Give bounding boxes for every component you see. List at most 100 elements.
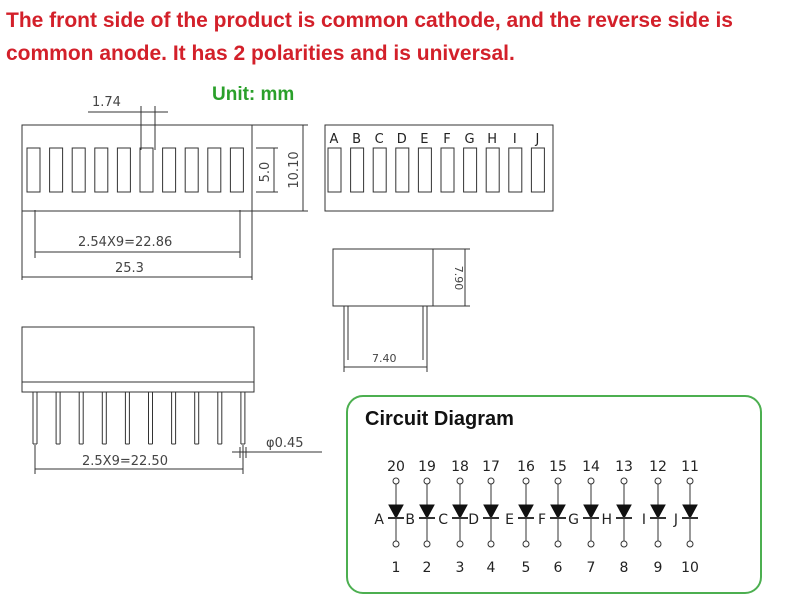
headline-line-1: The front side of the product is common … [6, 9, 733, 32]
bottom-terminal [423, 540, 431, 548]
side-view-body [332, 248, 434, 307]
led-diode-icon [550, 504, 566, 520]
back-view-body [324, 124, 554, 212]
back-segment [530, 147, 545, 193]
bottom-terminal [620, 540, 628, 548]
back-segment [417, 147, 432, 193]
top-terminal [487, 477, 495, 485]
led-diode-icon [388, 504, 404, 520]
top-pin-number: 12 [649, 459, 667, 475]
top-terminal [587, 477, 595, 485]
bottom-terminal [686, 540, 694, 548]
dim-body-height: 10.10 [287, 151, 302, 188]
dim-pin-diameter: φ0.45 [266, 436, 304, 451]
front-segment [116, 147, 131, 193]
back-segment [463, 147, 478, 193]
top-terminal [620, 477, 628, 485]
led-label: C [438, 512, 448, 528]
led-diode-icon [452, 504, 468, 520]
pin-view-body [21, 326, 255, 383]
bottom-pin-number: 1 [392, 560, 401, 576]
top-pin-number: 19 [418, 459, 436, 475]
bottom-terminal [522, 540, 530, 548]
dim-segment-height: 5.0 [258, 162, 273, 183]
front-segment [94, 147, 109, 193]
led-diode-icon [518, 504, 534, 520]
bottom-terminal [456, 540, 464, 548]
led-diode-icon [483, 504, 499, 520]
back-segments [327, 147, 545, 193]
segment-letter: H [487, 132, 497, 147]
led-label: G [568, 512, 579, 528]
bottom-terminal [587, 540, 595, 548]
segment-letter: D [397, 132, 407, 147]
segment-letter: F [443, 132, 450, 147]
bottom-pin-number: 4 [487, 560, 496, 576]
back-segment [395, 147, 410, 193]
top-pin-number: 15 [549, 459, 567, 475]
circuit-labels: 201A192B183C174D165E156F147G138H129I1110… [374, 459, 698, 576]
back-segment [327, 147, 342, 193]
led-diode-icon [616, 504, 632, 520]
front-segment [162, 147, 177, 193]
bottom-pin-number: 8 [620, 560, 629, 576]
circuit-diagram-panel [346, 395, 762, 594]
front-segment [49, 147, 64, 193]
front-segment [26, 147, 41, 193]
bottom-terminal [392, 540, 400, 548]
front-segment [139, 147, 154, 193]
top-pin-number: 16 [517, 459, 535, 475]
led-diode-icon [682, 504, 698, 520]
led-label: J [673, 512, 678, 528]
bottom-terminal [654, 540, 662, 548]
front-view-body [21, 124, 253, 212]
led-label: E [505, 512, 514, 528]
top-terminal [392, 477, 400, 485]
top-terminal [654, 477, 662, 485]
led-label: H [601, 512, 612, 528]
dim-body-length: 25.3 [115, 261, 144, 276]
top-pin-number: 14 [582, 459, 600, 475]
led-label: F [538, 512, 546, 528]
top-pin-number: 11 [681, 459, 699, 475]
bottom-pin-number: 3 [456, 560, 465, 576]
front-segment [71, 147, 86, 193]
segment-letter: A [330, 132, 339, 147]
bottom-pin-number: 10 [681, 560, 699, 576]
headline: The front side of the product is common … [6, 4, 798, 70]
bottom-pin-number: 7 [587, 560, 596, 576]
back-segment [372, 147, 387, 193]
top-pin-number: 20 [387, 459, 405, 475]
segment-letter: E [420, 132, 428, 147]
top-terminal [522, 477, 530, 485]
back-segment [508, 147, 523, 193]
bottom-pin-number: 2 [423, 560, 432, 576]
bottom-pin-number: 9 [654, 560, 663, 576]
front-segments [26, 147, 244, 193]
front-segment [207, 147, 222, 193]
top-pin-number: 18 [451, 459, 469, 475]
front-segment [184, 147, 199, 193]
led-label: D [468, 512, 479, 528]
led-label: I [642, 512, 646, 528]
circuit-diagram-title: Circuit Diagram [365, 408, 514, 430]
back-segment [440, 147, 455, 193]
top-pin-number: 13 [615, 459, 633, 475]
segment-letter: I [513, 132, 517, 147]
segment-letter: G [465, 132, 475, 147]
led-diode-icon [419, 504, 435, 520]
unit-label: Unit: mm [212, 84, 295, 105]
led-diode-icon [583, 504, 599, 520]
led-label: B [405, 512, 415, 528]
bottom-terminal [554, 540, 562, 548]
bottom-pin-number: 6 [554, 560, 563, 576]
bottom-pin-number: 5 [522, 560, 531, 576]
back-segment [485, 147, 500, 193]
front-segment [229, 147, 244, 193]
dim-pitch-total-pins: 2.5X9=22.50 [82, 454, 168, 469]
back-segment [350, 147, 365, 193]
top-pin-number: 17 [482, 459, 500, 475]
top-terminal [554, 477, 562, 485]
